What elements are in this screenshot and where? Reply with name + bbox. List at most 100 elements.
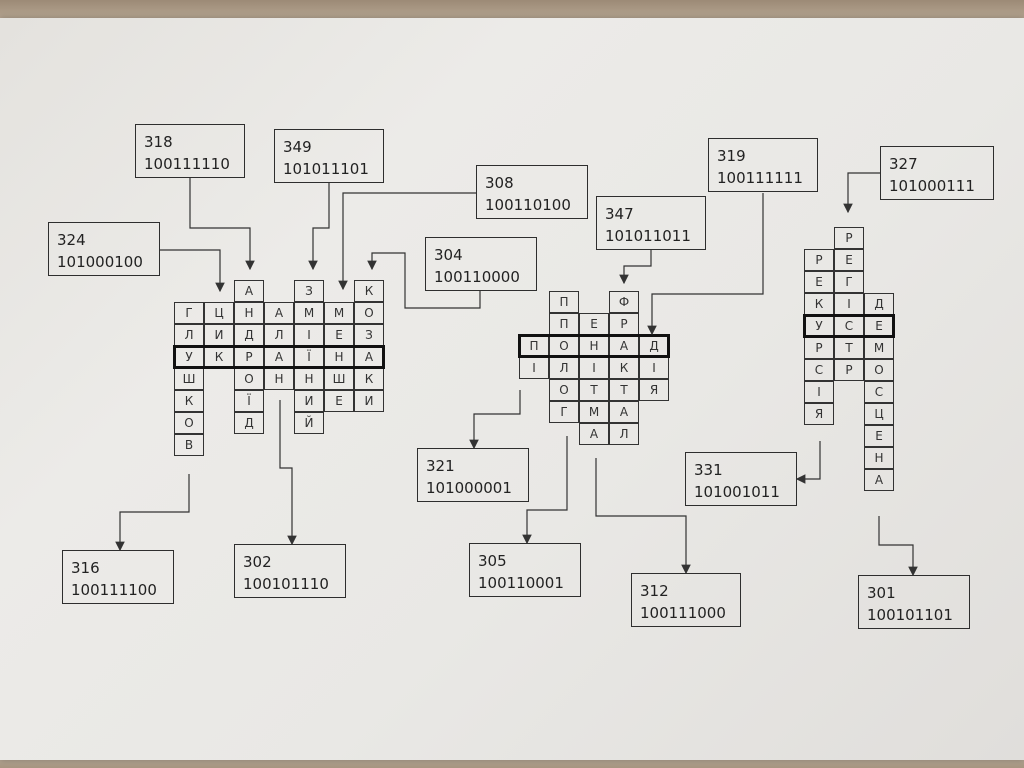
- crossword-cell: М: [324, 302, 354, 324]
- clue-number: 324: [57, 231, 86, 249]
- crossword-cell: Е: [834, 249, 864, 271]
- arrow-line: [189, 178, 255, 271]
- arrow-line: [619, 250, 652, 285]
- arrow-line: [843, 172, 880, 214]
- clue-number: 305: [478, 552, 507, 570]
- crossword-cell: Т: [609, 379, 639, 401]
- clue-number: 347: [605, 205, 634, 223]
- crossword-cell: Д: [234, 412, 264, 434]
- arrow-line: [878, 516, 918, 577]
- crossword-cell: А: [864, 469, 894, 491]
- crossword-cell: Я: [804, 403, 834, 425]
- clue-number: 302: [243, 553, 272, 571]
- clue-number: 349: [283, 138, 312, 156]
- crossword-cell: Г: [834, 271, 864, 293]
- crossword-cell: О: [354, 302, 384, 324]
- highlight-word-україна: [173, 345, 385, 369]
- crossword-cell: Г: [549, 401, 579, 423]
- crossword-cell: А: [234, 280, 264, 302]
- crossword-cell: О: [174, 412, 204, 434]
- clue-binary-code: 101001011: [694, 483, 780, 501]
- clue-binary-code: 100110001: [478, 574, 564, 592]
- clue-box-327: 327 101000111: [880, 146, 994, 200]
- clue-binary-code: 100110100: [485, 196, 571, 214]
- clue-box-316: 316 100111100: [62, 550, 174, 604]
- clue-box-305: 305 100110001: [469, 543, 581, 597]
- clue-number: 316: [71, 559, 100, 577]
- crossword-cell: А: [579, 423, 609, 445]
- crossword-cell: М: [579, 401, 609, 423]
- arrow-line: [595, 458, 691, 575]
- clue-box-304: 304 100110000: [425, 237, 537, 291]
- crossword-cell: З: [294, 280, 324, 302]
- crossword-cell: О: [864, 359, 894, 381]
- crossword-cell: Я: [639, 379, 669, 401]
- clue-number: 304: [434, 246, 463, 264]
- crossword-cell: Р: [834, 227, 864, 249]
- crossword-cell: Е: [804, 271, 834, 293]
- clue-binary-code: 100111100: [71, 581, 157, 599]
- arrow-line: [279, 400, 297, 546]
- clue-number: 321: [426, 457, 455, 475]
- crossword-cell: Ї: [234, 390, 264, 412]
- clue-binary-code: 100101110: [243, 575, 329, 593]
- clue-box-347: 347 101011011: [596, 196, 706, 250]
- clue-binary-code: 101000111: [889, 177, 975, 195]
- clue-number: 327: [889, 155, 918, 173]
- crossword-cell: А: [609, 401, 639, 423]
- clue-box-308: 308 100110100: [476, 165, 588, 219]
- clue-number: 308: [485, 174, 514, 192]
- crossword-cell: С: [864, 381, 894, 403]
- arrow-line: [469, 390, 521, 450]
- crossword-cell: Ф: [609, 291, 639, 313]
- clue-box-331: 331 101001011: [685, 452, 797, 506]
- clue-binary-code: 100111111: [717, 169, 803, 187]
- arrow-line: [647, 193, 764, 336]
- arrow-line: [367, 252, 481, 309]
- clue-number: 319: [717, 147, 746, 165]
- crossword-cell: Й: [294, 412, 324, 434]
- clue-binary-code: 100101101: [867, 606, 953, 624]
- crossword-cell: И: [354, 390, 384, 412]
- crossword-cell: Р: [804, 249, 834, 271]
- arrow-line: [160, 249, 225, 293]
- crossword-cell: Ц: [204, 302, 234, 324]
- arrow-line: [338, 192, 476, 291]
- crossword-cell: Е: [864, 425, 894, 447]
- clue-binary-code: 100111000: [640, 604, 726, 622]
- arrow-line: [795, 441, 821, 484]
- crossword-cell: Ц: [864, 403, 894, 425]
- clue-binary-code: 101011101: [283, 160, 369, 178]
- clue-binary-code: 101000001: [426, 479, 512, 497]
- arrow-line: [115, 474, 190, 552]
- crossword-cell: К: [174, 390, 204, 412]
- crossword-cell: Н: [234, 302, 264, 324]
- paper-sheet: [0, 18, 1024, 760]
- highlight-word-понад: [518, 334, 670, 358]
- crossword-cell: Н: [864, 447, 894, 469]
- crossword-cell: А: [264, 302, 294, 324]
- highlight-word-усе: [803, 314, 895, 338]
- clue-binary-code: 100110000: [434, 268, 520, 286]
- crossword-cell: И: [294, 390, 324, 412]
- crossword-cell: П: [549, 291, 579, 313]
- clue-box-349: 349 101011101: [274, 129, 384, 183]
- clue-binary-code: 101011011: [605, 227, 691, 245]
- crossword-cell: С: [804, 359, 834, 381]
- clue-number: 331: [694, 461, 723, 479]
- crossword-cell: М: [294, 302, 324, 324]
- clue-box-324: 324 101000100: [48, 222, 160, 276]
- crossword-cell: Т: [579, 379, 609, 401]
- arrow-line: [308, 183, 330, 271]
- clue-binary-code: 101000100: [57, 253, 143, 271]
- crossword-cell: Е: [324, 390, 354, 412]
- crossword-cell: К: [354, 280, 384, 302]
- crossword-cell: О: [549, 379, 579, 401]
- arrow-line: [522, 436, 568, 545]
- clue-number: 301: [867, 584, 896, 602]
- crossword-cell: Р: [834, 359, 864, 381]
- clue-number: 312: [640, 582, 669, 600]
